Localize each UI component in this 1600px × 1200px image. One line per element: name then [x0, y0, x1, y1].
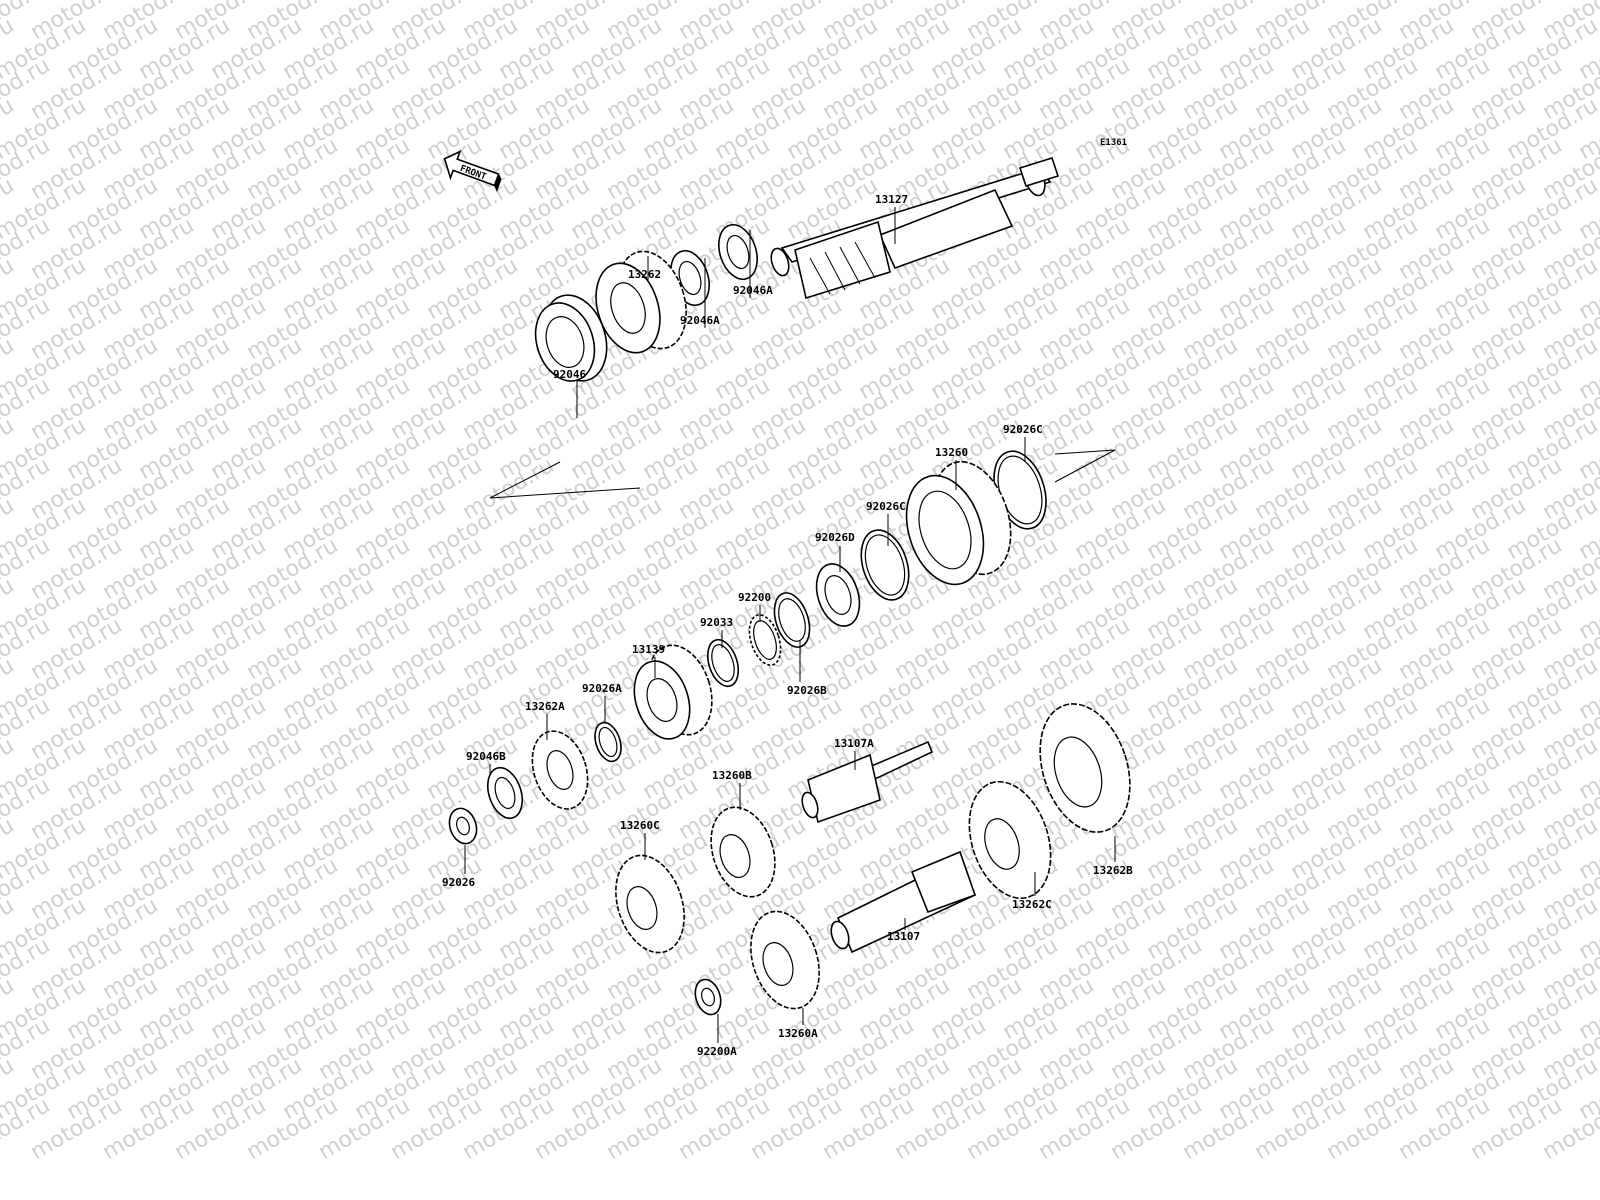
- part-label-92026b: 92026B: [787, 684, 827, 697]
- part-label-13260a: 13260A: [778, 1027, 818, 1040]
- part-label-92046: 92046: [553, 368, 586, 381]
- part-13262c-gear: [968, 780, 1052, 900]
- part-92046a-bearing: [718, 223, 758, 281]
- part-13262-gear: [595, 250, 687, 354]
- part-13260b-gear: [710, 806, 776, 898]
- front-arrow-icon: FRONT: [443, 150, 502, 192]
- part-label-13260c: 13260C: [620, 819, 660, 832]
- part-13139-gear: [633, 644, 713, 740]
- part-labels: 13127 92046A 92046A 13262 92046 92026C 13260 92…: [442, 193, 1133, 1058]
- part-13260-gear: [905, 460, 1012, 586]
- part-13107-shaft: [830, 850, 977, 954]
- part-label-92046a: 92046A: [733, 284, 773, 297]
- part-13262a-gear: [531, 730, 589, 810]
- callout-leaders: [464, 207, 1116, 1043]
- part-label-13262b: 13262B: [1093, 864, 1133, 877]
- part-label-13107a: 13107A: [834, 737, 874, 750]
- part-label-13260: 13260: [935, 446, 968, 459]
- part-label-92046b: 92046B: [466, 750, 506, 763]
- part-label-92046a: 92046A: [680, 314, 720, 327]
- part-label-13262c: 13262C: [1012, 898, 1052, 911]
- part-label-13262: 13262: [628, 268, 661, 281]
- part-13262b-gear: [1039, 703, 1131, 833]
- part-label-92026c: 92026C: [866, 500, 906, 513]
- part-92033-circlip: [748, 614, 782, 666]
- part-label-13107: 13107: [887, 930, 920, 943]
- part-92026c-circlip-2: [860, 529, 910, 601]
- part-92026-washer: [448, 807, 478, 845]
- part-label-92026a: 92026A: [582, 682, 622, 695]
- part-13260c-gear: [615, 854, 685, 954]
- part-92026d-lockwasher: [815, 563, 861, 627]
- part-label-92026c: 92026C: [1003, 423, 1043, 436]
- part-13107a-shaft: [801, 740, 934, 824]
- part-label-13127: 13127: [875, 193, 908, 206]
- watermark-text: motod.ru: [1575, 0, 1600, 5]
- part-92200-washer: [773, 592, 811, 648]
- part-label-13139: 13139: [632, 643, 665, 656]
- part-label-92200: 92200: [738, 591, 771, 604]
- part-92200a-washer: [694, 978, 722, 1016]
- part-92026b-circlip: [706, 638, 740, 688]
- part-92026a-circlip: [594, 721, 622, 763]
- part-13260a-gear: [750, 910, 820, 1010]
- part-label-92026: 92026: [442, 876, 475, 889]
- part-13127-shaft: [770, 157, 1060, 300]
- part-label-92033: 92033: [700, 616, 733, 629]
- part-92046b-bearing: [486, 766, 524, 820]
- part-label-92026d: 92026D: [815, 531, 855, 544]
- part-92046-bearing: [534, 294, 608, 382]
- part-label-92200a: 92200A: [697, 1045, 737, 1058]
- part-label-13260b: 13260B: [712, 769, 752, 782]
- part-label-13262a: 13262A: [525, 700, 565, 713]
- diagram-code: E1361: [1100, 138, 1127, 148]
